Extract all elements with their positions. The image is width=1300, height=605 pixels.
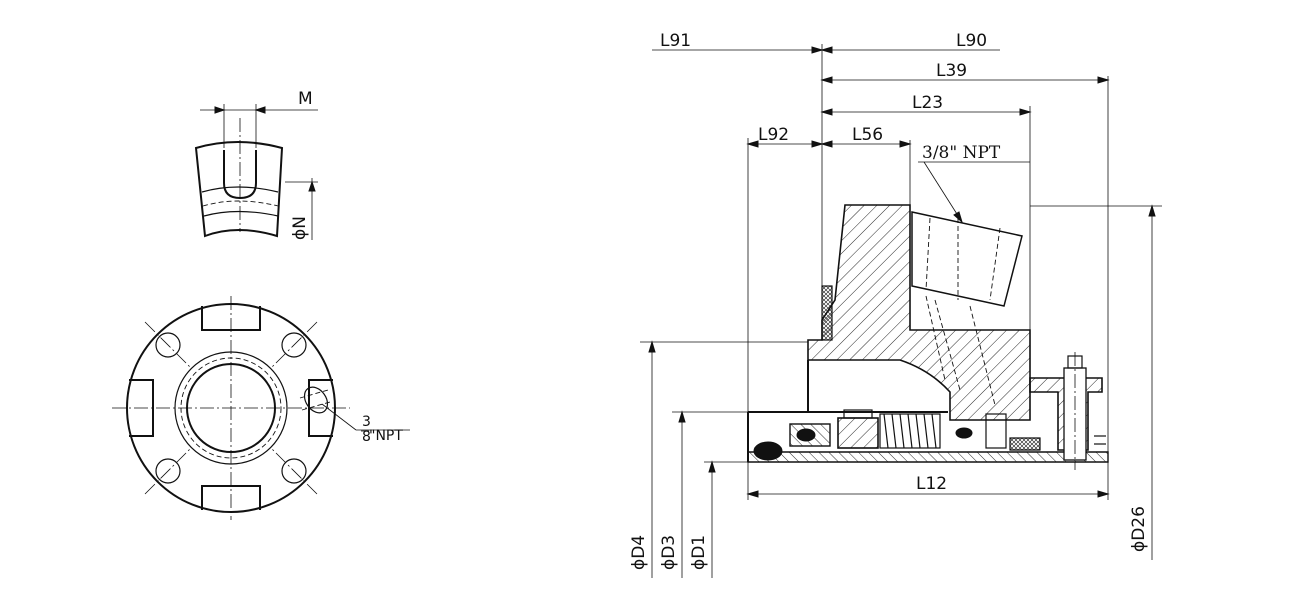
dim-label-d1: ϕD1 bbox=[689, 535, 709, 570]
dim-label-d3: ϕD3 bbox=[659, 535, 679, 570]
dim-label-l23: L23 bbox=[912, 93, 943, 113]
slot-detail-view: M ϕN bbox=[194, 89, 318, 240]
dim-label-l90: L90 bbox=[956, 31, 987, 51]
section-view bbox=[747, 204, 1109, 470]
dimensions: L91 L90 L39 L23 L92 L56 3/8" NPT bbox=[629, 31, 1162, 578]
dim-label-l12: L12 bbox=[916, 474, 947, 494]
dim-label-d4: ϕD4 bbox=[629, 535, 649, 570]
dim-label-d26: ϕD26 bbox=[1129, 506, 1149, 552]
dim-label-m: M bbox=[298, 89, 313, 109]
dim-label-l39: L39 bbox=[936, 61, 967, 81]
sleeve bbox=[747, 451, 1109, 463]
npt-small-numerator: 3 bbox=[362, 414, 371, 430]
npt-port-label: 3/8" NPT bbox=[922, 143, 1001, 163]
dim-label-n: ϕN bbox=[290, 216, 310, 240]
dim-label-l56: L56 bbox=[852, 125, 883, 145]
npt-small-label: "NPT bbox=[369, 428, 403, 444]
npt-small-denominator: 8 bbox=[362, 429, 371, 445]
dim-label-l91: L91 bbox=[660, 31, 691, 51]
dim-label-l92: L92 bbox=[758, 125, 789, 145]
end-view: 3 8 "NPT bbox=[112, 296, 410, 520]
